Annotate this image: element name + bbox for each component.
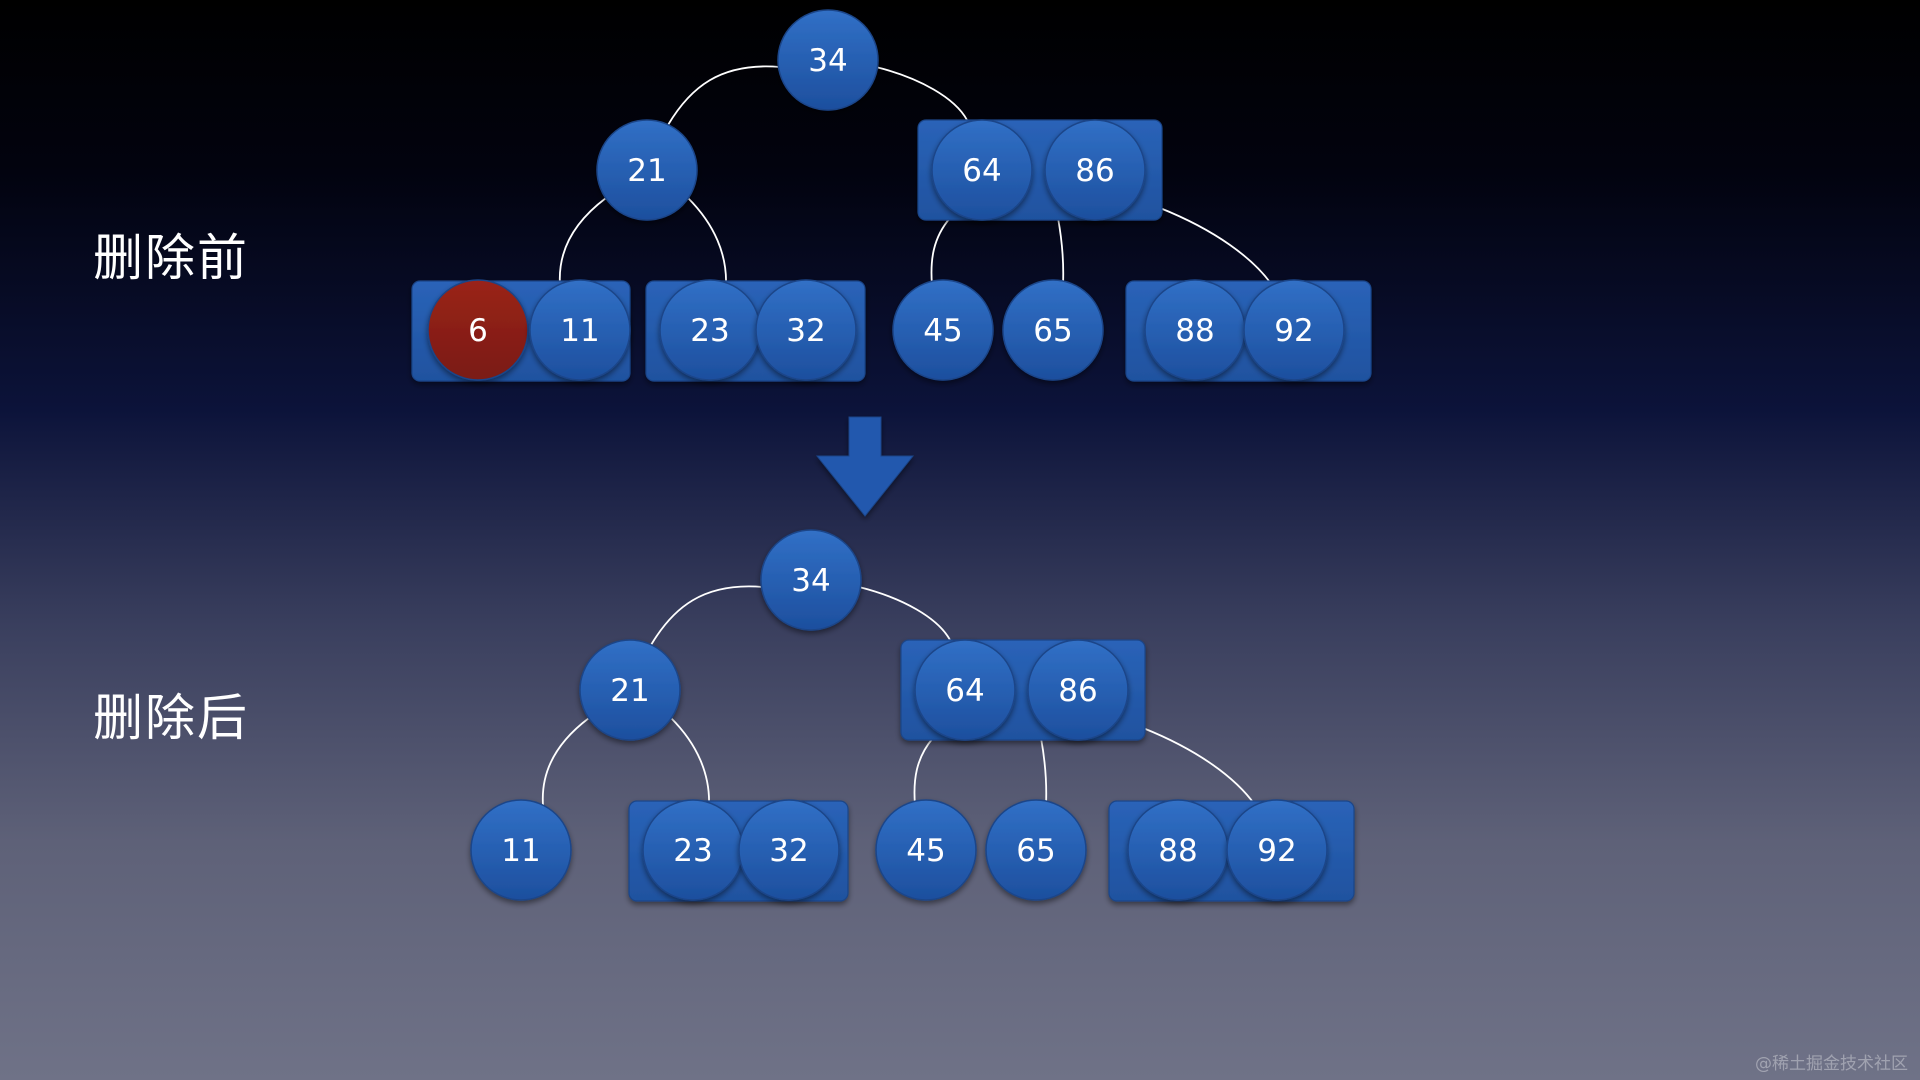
- before-node-l2-1-key0-label: 23: [690, 313, 729, 349]
- after-label: 删除后: [93, 689, 249, 747]
- before-node-l1-1-key1-label: 86: [1075, 153, 1114, 189]
- before-node-l2-1-key1-circle: [755, 279, 857, 381]
- after-edge-l1-d: [1040, 737, 1048, 806]
- before-node-l1-1-key1-circle: [1044, 119, 1146, 221]
- after-node-l2-1-key1-circle: [738, 799, 840, 901]
- after-edge-root-right: [858, 586, 951, 641]
- after-node-l2-1-key0: 23: [642, 799, 744, 901]
- after-node-l2-1-key1-label: 32: [769, 833, 808, 869]
- after-node-l2-4-key1-circle: [1226, 799, 1328, 901]
- after-node-l1-1-key1-label: 86: [1058, 673, 1097, 709]
- before-node-l1-1-key0: 64: [931, 119, 1033, 221]
- before-node-l2-4-key1: 92: [1243, 279, 1345, 381]
- after-edge-l1-e: [1142, 727, 1256, 806]
- after-node-l2-2: 45: [875, 799, 977, 901]
- before-label: 删除前: [93, 229, 249, 287]
- before-edge-root-left: [667, 65, 781, 126]
- after-node-root-label: 34: [791, 563, 830, 599]
- before-node-l2-0-key0-circle: [427, 279, 529, 381]
- before-node-l1-0: 21: [596, 119, 698, 221]
- before-node-l2-0-key1: 11: [529, 279, 631, 381]
- after-node-l2-4-key1-label: 92: [1257, 833, 1296, 869]
- before-node-l2-1-key1-label: 32: [786, 313, 825, 349]
- before-node-l2-4-key0: 88: [1144, 279, 1246, 381]
- after-node-l2-3-label: 65: [1016, 833, 1055, 869]
- after-node-l2-4-key0: 88: [1127, 799, 1229, 901]
- before-node-l2-3: 65: [1002, 279, 1104, 381]
- after-edge-l1-b: [670, 717, 710, 806]
- after-node-l2-4-key0-label: 88: [1158, 833, 1197, 869]
- before-node-root-label: 34: [808, 43, 847, 79]
- nodes-layer: 34 21 64 86 6 11 23 32 45 65 88 92 34 21 64 86 11 23 32 45 6…: [411, 9, 1372, 902]
- before-edge-l1-a: [558, 197, 607, 286]
- before-node-l2-1-key1: 32: [755, 279, 857, 381]
- before-edge-root-right: [875, 66, 968, 121]
- after-node-l1-1-key0-label: 64: [945, 673, 984, 709]
- before-node-l2-0-key0-label: 6: [468, 313, 488, 349]
- before-node-l2-3-circle: [1002, 279, 1104, 381]
- before-node-root-circle: [777, 9, 879, 111]
- after-node-l2-1-key1: 32: [738, 799, 840, 901]
- before-node-l1-1-key1: 86: [1044, 119, 1146, 221]
- after-node-root-circle: [760, 529, 862, 631]
- before-node-l1-0-label: 21: [627, 153, 666, 189]
- after-edge-l1-a: [541, 717, 590, 806]
- down-arrow-icon: [815, 416, 915, 517]
- before-node-l1-0-circle: [596, 119, 698, 221]
- after-node-l2-0: 11: [470, 799, 572, 901]
- after-node-l1-0-label: 21: [610, 673, 649, 709]
- before-node-l2-0-key1-label: 11: [560, 313, 599, 349]
- before-node-l1-1-key0-label: 64: [962, 153, 1001, 189]
- after-node-l2-0-circle: [470, 799, 572, 901]
- after-node-l2-2-circle: [875, 799, 977, 901]
- before-node-l2-2-circle: [892, 279, 994, 381]
- before-node-root: 34: [777, 9, 879, 111]
- arrow-layer: [815, 416, 915, 517]
- after-node-l2-0-label: 11: [501, 833, 540, 869]
- before-node-l2-3-label: 65: [1033, 313, 1072, 349]
- after-edge-root-left: [650, 585, 764, 646]
- before-node-l2-0-key0: 6: [427, 279, 529, 381]
- before-node-l2-4-key0-label: 88: [1175, 313, 1214, 349]
- before-node-l1-1-key0-circle: [931, 119, 1033, 221]
- after-node-l2-3-circle: [985, 799, 1087, 901]
- after-node-l1-1-key1: 86: [1027, 639, 1129, 741]
- before-edge-l1-d: [1057, 217, 1065, 286]
- before-node-l2-4-key1-circle: [1243, 279, 1345, 381]
- before-node-l2-4-key1-label: 92: [1274, 313, 1313, 349]
- after-node-l1-1-key1-circle: [1027, 639, 1129, 741]
- after-node-l2-3: 65: [985, 799, 1087, 901]
- after-node-l2-4-key1: 92: [1226, 799, 1328, 901]
- after-node-l1-1-key0-circle: [914, 639, 1016, 741]
- after-node-l1-0-circle: [579, 639, 681, 741]
- after-node-l2-1-key0-label: 23: [673, 833, 712, 869]
- before-edge-l1-c: [930, 217, 951, 286]
- before-edge-l1-e: [1159, 207, 1273, 286]
- after-node-l2-2-label: 45: [906, 833, 945, 869]
- before-node-l2-2-label: 45: [923, 313, 962, 349]
- after-node-l1-0: 21: [579, 639, 681, 741]
- watermark-text: @稀土掘金技术社区: [1755, 1054, 1908, 1074]
- after-node-l1-1-key0: 64: [914, 639, 1016, 741]
- before-node-l2-2: 45: [892, 279, 994, 381]
- edges-layer: [541, 65, 1273, 806]
- before-node-l2-1-key0: 23: [659, 279, 761, 381]
- after-edge-l1-c: [913, 737, 934, 806]
- after-node-root: 34: [760, 529, 862, 631]
- before-node-l2-0-key1-circle: [529, 279, 631, 381]
- before-edge-l1-b: [687, 197, 727, 286]
